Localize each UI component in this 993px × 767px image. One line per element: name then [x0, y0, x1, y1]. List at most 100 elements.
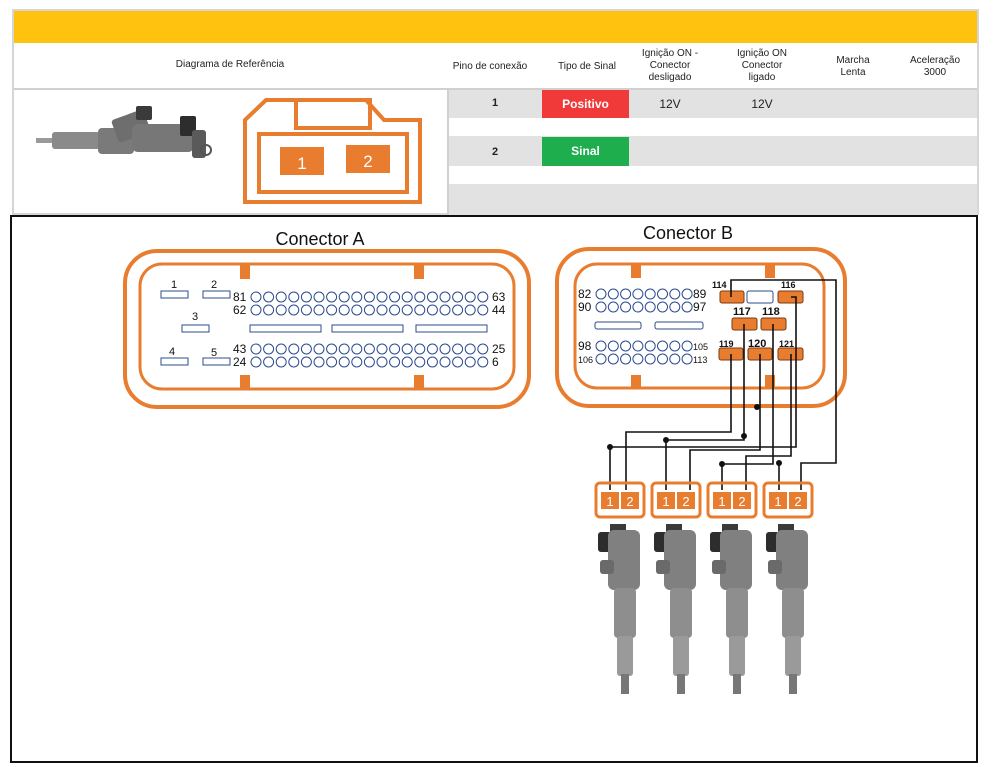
connector-a-pin-hole [275, 343, 287, 355]
reference-diagram: 1 2 [36, 98, 422, 204]
row-1-background [449, 90, 977, 118]
connector-a-pin-hole [288, 343, 300, 355]
wiring-diagram-frame [10, 215, 978, 763]
reference-pin-2-box [346, 145, 390, 173]
injector-connector-housing [762, 481, 814, 519]
connector-b-keys [631, 264, 775, 389]
connector-a-pin-hole [464, 343, 476, 355]
header-ignition-on: Ignição ON Conector ligado [722, 48, 802, 84]
connector-b-pin-hole [607, 340, 619, 352]
connector-a-pin-hole [401, 343, 413, 355]
injector-icon [766, 524, 808, 694]
connector-a-pin-hole [363, 291, 375, 303]
injector-pin-2: 2 [738, 494, 745, 509]
reference-connector-shape [243, 98, 422, 204]
injector-pin-2: 2 [626, 494, 633, 509]
connector-a-pin-4: 4 [169, 346, 175, 358]
connector-a-pin-hole [426, 304, 438, 316]
connector-b-pin-hole [620, 301, 632, 313]
injector-icon [710, 524, 752, 694]
injector-connector-housing [706, 481, 758, 519]
injector-pin-1-box [769, 492, 787, 509]
connector-a-pin-hole [414, 304, 426, 316]
header-accel: Aceleração 3000 [897, 55, 973, 79]
injector-icon [598, 524, 640, 694]
connector-b-label-97: 97 [693, 300, 707, 314]
connector-b-pin-119: 119 [719, 339, 734, 349]
connector-b-label-89: 89 [693, 287, 707, 301]
connector-b-pin-114: 114 [712, 280, 727, 290]
connector-a-pin-hole [326, 304, 338, 316]
connector-a-pin-hole [401, 304, 413, 316]
connector-a-pin-hole [389, 304, 401, 316]
connector-a-pin-hole [250, 343, 262, 355]
connector-a-pin-hole [338, 356, 350, 368]
connector-a-pin-hole [250, 304, 262, 316]
header-signal-type: Tipo de Sinal [558, 61, 616, 72]
connector-a-pin-hole [401, 291, 413, 303]
injector-pin-2-box [621, 492, 639, 509]
injector-pin-1: 1 [606, 494, 613, 509]
connector-b-pin-hole [607, 353, 619, 365]
connector-b-pin-116: 116 [781, 280, 796, 290]
connector-a-pin-hole [477, 356, 489, 368]
connector-a-pin-hole [300, 343, 312, 355]
connector-b-pin-hole [681, 301, 693, 313]
connector-a-pin-hole [464, 356, 476, 368]
connector-b-pin-hole [657, 353, 668, 365]
connector-a-pin-hole [300, 304, 312, 316]
connector-a-pin-hole [389, 356, 401, 368]
wiring-junctions [607, 404, 782, 467]
injector-pin-1-box [713, 492, 731, 509]
injector-pin-1-box [601, 492, 619, 509]
connector-a-pin-hole [426, 343, 438, 355]
connector-a-pin-hole [275, 291, 287, 303]
header-divider [14, 88, 977, 90]
connector-a-pin-hole [452, 356, 464, 368]
connector-a-label-63: 63 [492, 290, 506, 304]
connector-a-label-81: 81 [233, 290, 247, 304]
connector-a-pin-hole [326, 291, 338, 303]
connector-a-pin-hole [452, 291, 464, 303]
connector-a-pin-5: 5 [211, 347, 217, 359]
connector-b-label-82: 82 [578, 287, 592, 301]
connector-a-label-25: 25 [492, 342, 506, 356]
row-1-pin: 1 [491, 97, 499, 109]
connector-a-label-24: 24 [233, 355, 247, 369]
connector-a-pin-hole [464, 291, 476, 303]
connector-a-pin-hole [351, 356, 363, 368]
connector-a-pin-hole [389, 343, 401, 355]
header-reference: Diagrama de Referência [175, 59, 285, 70]
connector-b-pin-hole [620, 353, 632, 365]
injector-pin-1: 1 [774, 494, 781, 509]
connector-a-pin-hole [338, 343, 350, 355]
connector-b-pin-holes [595, 288, 693, 365]
connector-a-pin-hole [376, 291, 388, 303]
header-idle-line1: Marcha [836, 55, 870, 66]
connector-a-label-43: 43 [233, 342, 247, 356]
injector-icon [654, 524, 696, 694]
connector-b-label-90: 90 [578, 300, 592, 314]
connector-a-pin-hole [477, 304, 489, 316]
connector-a-label-6: 6 [492, 355, 499, 369]
connector-a-label-44: 44 [492, 303, 506, 317]
injector-bodies [598, 524, 808, 694]
connector-a-pin-hole [477, 343, 489, 355]
header-ignition-on-line2: Conector [741, 60, 783, 71]
connector-a-pin-hole [300, 356, 312, 368]
connector-a-pin-hole [263, 304, 275, 316]
row-1-ignition-off: 12V [659, 97, 681, 111]
connector-a-pin-hole [300, 291, 312, 303]
connector-a-aux-slots [160, 290, 488, 366]
injector-image [36, 106, 212, 158]
connector-a-pin-hole [263, 343, 275, 355]
connector-b-pin-hole [644, 301, 656, 313]
injector-connector-housing [650, 481, 702, 519]
connector-a-pin-hole [376, 343, 388, 355]
connector-a-pin-hole [313, 304, 325, 316]
connector-a-pin-hole [263, 356, 275, 368]
connector-a-pin-hole [275, 304, 287, 316]
connector-a-pin-hole [288, 304, 300, 316]
connector-b-pin-hole [681, 353, 693, 365]
